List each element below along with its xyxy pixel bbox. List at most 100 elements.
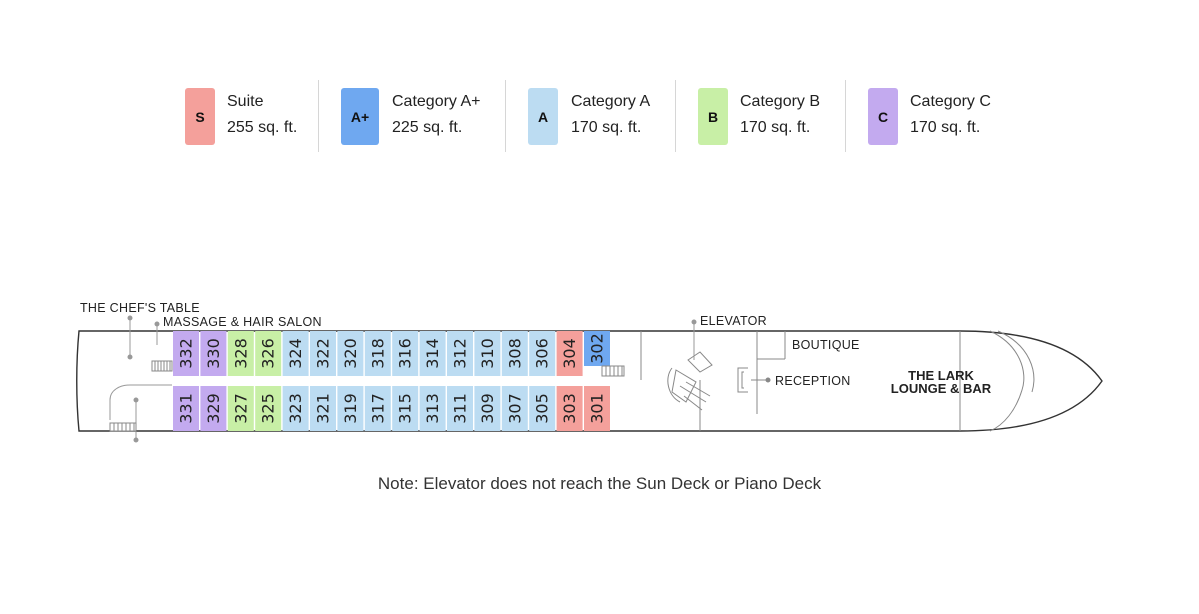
cabin-block: [447, 331, 473, 376]
cabin-number: 330: [204, 338, 223, 369]
legend-size-category-b: 170 sq. ft.: [740, 119, 811, 136]
cabin-block: [282, 386, 309, 431]
cabin-302[interactable]: 302: [584, 331, 610, 366]
legend-swatch-suite: S: [185, 88, 215, 145]
cabin-block: [529, 331, 556, 376]
cabin-number: 320: [341, 338, 360, 369]
cabin-327[interactable]: 327: [227, 386, 254, 431]
legend-divider: [318, 80, 319, 152]
legend-swatch-category-c: C: [868, 88, 898, 145]
cabin-number: 304: [560, 338, 579, 369]
cabin-number: 314: [423, 338, 442, 369]
legend-size-category-a: 170 sq. ft.: [571, 119, 642, 136]
cabin-326[interactable]: 326: [255, 331, 282, 376]
cabin-block: [310, 386, 336, 431]
label-massage-salon: MASSAGE & HAIR SALON: [163, 315, 322, 329]
cabin-block: [419, 331, 446, 376]
cabin-304[interactable]: 304: [556, 331, 583, 376]
cabin-309[interactable]: 309: [474, 386, 501, 431]
cabin-number: 325: [259, 393, 278, 424]
cabin-number: 327: [231, 393, 250, 424]
cabin-block: [282, 331, 309, 376]
elevator-note: Note: Elevator does not reach the Sun De…: [377, 474, 822, 493]
cabin-number: 318: [368, 338, 387, 369]
cabin-320[interactable]: 320: [337, 331, 364, 376]
cabin-318[interactable]: 318: [364, 331, 391, 376]
cabin-block: [227, 386, 254, 431]
cabin-303[interactable]: 303: [556, 386, 583, 431]
cabin-block: [173, 386, 199, 431]
cabin-314[interactable]: 314: [419, 331, 446, 376]
cabin-number: 332: [177, 338, 196, 369]
cabin-324[interactable]: 324: [282, 331, 309, 376]
legend-divider: [675, 80, 676, 152]
cabin-number: 305: [533, 393, 552, 424]
boutique-room: [756, 331, 786, 414]
cabin-number: 312: [451, 338, 470, 369]
label-lounge-line1: THE LARK: [908, 368, 974, 383]
cabin-number: 329: [204, 393, 223, 424]
cabin-block: [227, 331, 254, 376]
cabin-331[interactable]: 331: [173, 386, 199, 431]
cabin-number: 316: [396, 338, 415, 369]
legend-size-category-a-plus: 225 sq. ft.: [392, 119, 463, 136]
cabin-number: 303: [560, 393, 579, 424]
cabin-325[interactable]: 325: [255, 386, 282, 431]
cabin-block: [474, 331, 501, 376]
cabin-319[interactable]: 319: [337, 386, 364, 431]
cabin-block: [501, 386, 528, 431]
cabin-312[interactable]: 312: [447, 331, 473, 376]
cabin-317[interactable]: 317: [364, 386, 391, 431]
cabin-305[interactable]: 305: [529, 386, 556, 431]
legend-name-category-a-plus: Category A+: [392, 93, 481, 110]
midship-area: [640, 331, 713, 431]
label-lounge-line2: LOUNGE & BAR: [891, 381, 992, 396]
cabin-329[interactable]: 329: [200, 386, 227, 431]
legend-size-suite: 255 sq. ft.: [227, 119, 298, 136]
cabin-number: 308: [505, 338, 524, 369]
cabin-315[interactable]: 315: [392, 386, 419, 431]
cabin-311[interactable]: 311: [447, 386, 473, 431]
cabin-block: [255, 386, 282, 431]
cabin-number: 309: [478, 393, 497, 424]
cabin-321[interactable]: 321: [310, 386, 336, 431]
cabin-block: [200, 386, 227, 431]
cabin-block: [556, 331, 583, 376]
cabin-307[interactable]: 307: [501, 386, 528, 431]
cabin-308[interactable]: 308: [501, 331, 528, 376]
cabin-block: [364, 331, 391, 376]
cabin-322[interactable]: 322: [310, 331, 336, 376]
cabin-block: [392, 386, 419, 431]
reception-desk: [737, 367, 771, 393]
cabin-332[interactable]: 332: [173, 331, 199, 376]
cabin-301[interactable]: 301: [584, 386, 610, 431]
elevator-pointer: [691, 319, 697, 360]
cabin-328[interactable]: 328: [227, 331, 254, 376]
cabin-number: 313: [423, 393, 442, 424]
cabin-313[interactable]: 313: [419, 386, 446, 431]
legend-name-category-c: Category C: [910, 93, 991, 110]
cabin-323[interactable]: 323: [282, 386, 309, 431]
cabin-306[interactable]: 306: [529, 331, 556, 376]
cabin-330[interactable]: 330: [200, 331, 227, 376]
legend-divider: [505, 80, 506, 152]
label-elevator: ELEVATOR: [700, 314, 767, 328]
cabin-number: 301: [588, 393, 607, 424]
cabin-block: [173, 331, 199, 376]
label-chefs-table: THE CHEF'S TABLE: [80, 301, 200, 315]
cabin-block: [310, 331, 336, 376]
label-reception: RECEPTION: [775, 374, 851, 388]
cabin-block: [474, 386, 501, 431]
cabin-block: [255, 331, 282, 376]
cabin-316[interactable]: 316: [392, 331, 419, 376]
cabin-number: 323: [286, 393, 305, 424]
stairs-forward: [601, 365, 625, 377]
cabin-block: [584, 386, 610, 431]
cabin-block: [556, 386, 583, 431]
legend-swatch-category-a-plus: A+: [341, 88, 379, 145]
label-boutique: BOUTIQUE: [792, 338, 860, 352]
cabin-310[interactable]: 310: [474, 331, 501, 376]
legend-name-category-b: Category B: [740, 93, 821, 110]
